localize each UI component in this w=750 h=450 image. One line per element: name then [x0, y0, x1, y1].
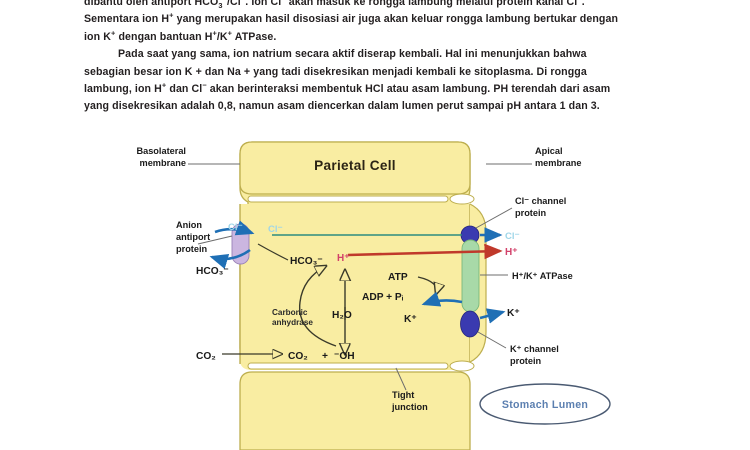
text-line: Pada saat yang sama, ion natrium secara … — [118, 48, 587, 61]
k-channel-leader — [477, 331, 507, 349]
cl-influx-arrow — [214, 220, 255, 236]
cell-middle-fill — [240, 204, 470, 370]
hydroxide-label: ⁻OH — [334, 351, 355, 362]
text-line: yang disekresikan adalah 0,8, namun asam… — [84, 100, 600, 113]
hk-atpase-label: H⁺/K⁺ ATPase — [512, 271, 573, 281]
basolateral-membrane-label-1: Basolateral — [136, 146, 186, 156]
k-channel-label-2: protein — [510, 356, 542, 366]
co2-outside-label: CO₂ — [196, 351, 216, 362]
text-line: Sementara ion H+ yang merupakan hasil di… — [84, 10, 619, 26]
cl-lumen-label: Cl⁻ — [505, 231, 520, 242]
tight-junction-label-2: junction — [391, 402, 428, 412]
carbonic-anhydrase-arrow — [298, 266, 337, 347]
parietal-cell-diagram: Parietal Cell Basolateral membrane Apica… — [0, 132, 750, 450]
h-lumen-label: H⁺ — [505, 247, 518, 258]
adp-pi-label: ADP + Pᵢ — [362, 292, 404, 303]
tight-junction-gap-top — [247, 195, 449, 203]
k-channel-protein — [460, 310, 480, 338]
text-line: sebagian besar ion K + dan Na + yang tad… — [84, 65, 587, 78]
k-inside-label: K⁺ — [404, 314, 417, 325]
basolateral-membrane-label-2: membrane — [140, 158, 186, 168]
stomach-lumen-label: Stomach Lumen — [502, 399, 588, 411]
cl-outside-label: Cl⁻ — [228, 222, 243, 233]
apical-membrane-label-1: Apical — [535, 146, 563, 156]
hco3-efflux-arrow — [209, 248, 251, 269]
co2-inside-label: CO₂ — [288, 351, 308, 362]
cl-channel-leader — [475, 207, 513, 229]
h-cytoplasm-label: H⁺ — [337, 253, 350, 264]
atp-label: ATP — [388, 272, 408, 283]
anion-antiport-leader — [197, 235, 233, 245]
cell-title: Parietal Cell — [314, 158, 396, 173]
tight-junction-bottom — [449, 360, 475, 372]
hco3-outside-label: HCO₃⁻ — [196, 266, 229, 277]
text-line: dibantu oleh antiport HCO3−/Cl−. Ion Cl−… — [84, 0, 585, 11]
cl-channel-label-2: protein — [515, 208, 547, 218]
document-text-block: dibantu oleh antiport HCO3−/Cl−. Ion Cl−… — [84, 0, 670, 116]
cl-channel-label-1: Cl⁻ channel — [515, 196, 566, 206]
plus-sign-label: + — [322, 351, 328, 362]
paragraph-1: dibantu oleh antiport HCO3−/Cl−. Ion Cl−… — [84, 0, 670, 46]
diagram-svg: Parietal Cell Basolateral membrane Apica… — [136, 141, 611, 450]
h-efflux-arrow — [347, 243, 503, 260]
k-influx-arrow — [421, 291, 463, 307]
anion-antiport-label-2: antiport — [176, 232, 210, 242]
cell-lower-segment — [239, 371, 471, 450]
tight-junction-label-1: Tight — [392, 390, 414, 400]
anion-antiport-label-3: protein — [176, 244, 208, 254]
carbonic-anhydrase-label-1: Carbonic — [272, 308, 308, 317]
apical-membrane-label-2: membrane — [535, 158, 581, 168]
cl-inside-label: Cl⁻ — [268, 224, 283, 235]
k-channel-label-1: K⁺ channel — [510, 344, 559, 354]
tight-junction-top — [449, 193, 475, 205]
tight-junction-leader — [395, 367, 407, 391]
anion-antiport-label-1: Anion — [176, 220, 202, 230]
k-outside-label: K⁺ — [507, 308, 520, 319]
stomach-lumen-oval — [479, 383, 611, 425]
hco3-inside-label: HCO₃⁻ — [290, 256, 323, 267]
k-efflux-arrow — [479, 308, 506, 324]
paragraph-2: Pada saat yang sama, ion natrium secara … — [84, 46, 670, 116]
tight-junction-gap-bottom — [247, 362, 449, 370]
water-label: H₂O — [332, 310, 352, 321]
text-line: lambung, ion H+ dan Cl− akan berinteraks… — [84, 80, 611, 96]
hco3-return-line — [257, 243, 289, 261]
text-line: ion K+ dengan bantuan H+/K+ ATPase. — [84, 28, 277, 43]
carbonic-anhydrase-label-2: anhydrase — [272, 318, 313, 327]
